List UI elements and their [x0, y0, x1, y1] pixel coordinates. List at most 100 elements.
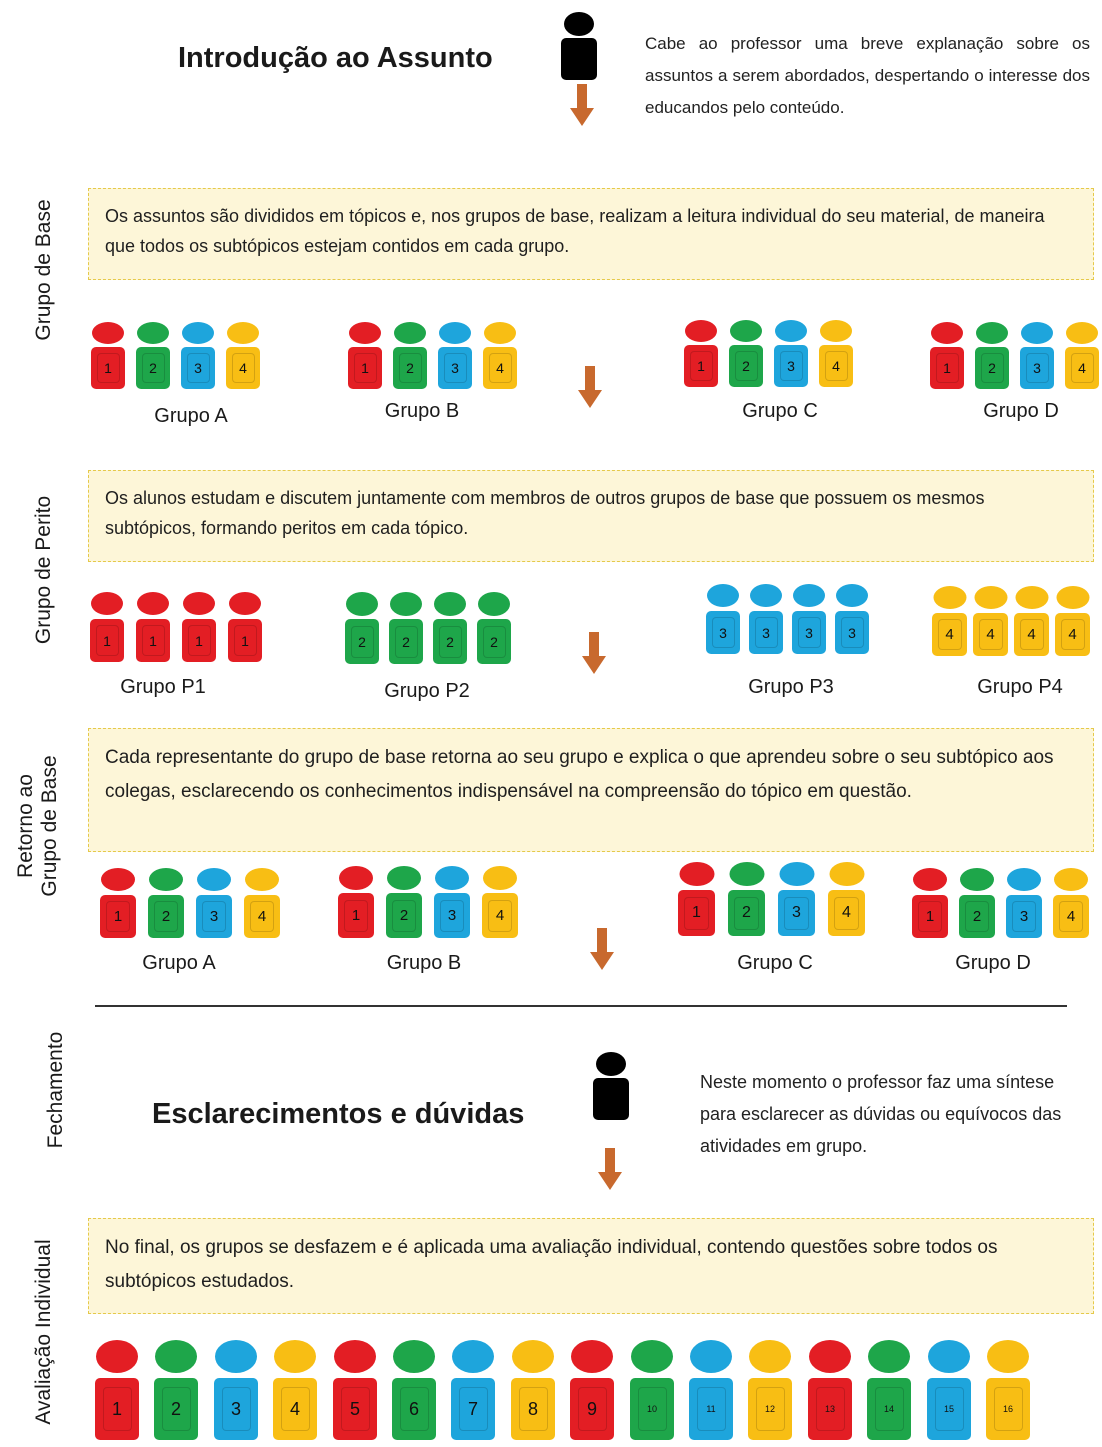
student-number: 1 — [919, 902, 941, 931]
student-number: 4 — [232, 354, 254, 382]
student-head — [750, 584, 782, 607]
student-head — [730, 320, 762, 342]
student-body: 5 — [333, 1378, 377, 1440]
student-figure: 8 — [511, 1340, 555, 1440]
student-head — [685, 320, 717, 342]
student-head — [349, 322, 381, 344]
student-body: 2 — [393, 347, 427, 389]
student-head — [793, 584, 825, 607]
student-head — [452, 1340, 494, 1373]
student-figure: 9 — [570, 1340, 614, 1440]
student-head — [215, 1340, 257, 1373]
student-figure: 3 — [792, 584, 826, 654]
student-head — [976, 322, 1008, 344]
student-figure: 4 — [226, 322, 260, 389]
student-number: 1 — [96, 626, 118, 655]
student-number: 3 — [785, 897, 808, 929]
group-label: Grupo P2 — [384, 680, 470, 702]
student-head — [346, 592, 378, 616]
group-label: Grupo B — [386, 952, 462, 974]
student-head — [137, 592, 169, 615]
down-arrow-icon — [570, 84, 594, 126]
student-body: 1 — [684, 345, 718, 387]
evaluation-side-label: Avaliação Individual — [32, 1239, 55, 1425]
student-head — [868, 1340, 910, 1373]
student-body: 4 — [1065, 347, 1099, 389]
student-figure: 2 — [386, 866, 422, 938]
return-note: Cada representante do grupo de base reto… — [88, 728, 1094, 852]
student-number: 2 — [155, 902, 177, 931]
student-figure: 3 — [214, 1340, 258, 1440]
student-body: 4 — [819, 345, 853, 387]
student-body: 16 — [986, 1378, 1030, 1440]
student-number: 4 — [1061, 620, 1084, 649]
student-head — [274, 1340, 316, 1373]
student-figure: 13 — [808, 1340, 852, 1440]
student-body: 2 — [389, 619, 423, 664]
student-head — [101, 868, 135, 891]
student-figure: 4 — [1055, 586, 1090, 656]
down-arrow-icon — [578, 366, 602, 408]
student-figure: 1 — [338, 866, 374, 938]
student-figure: 3 — [774, 320, 808, 387]
student-head — [434, 592, 466, 616]
student-number: 3 — [203, 902, 225, 931]
student-figure: 11 — [689, 1340, 733, 1440]
student-figure: 3 — [706, 584, 740, 654]
student-number: 4 — [251, 902, 273, 931]
student-figure: 1 — [348, 322, 382, 389]
student-head — [155, 1340, 197, 1373]
student-figure: 3 — [749, 584, 783, 654]
student-head — [729, 862, 764, 886]
student-body: 2 — [477, 619, 511, 664]
student-figure: 1 — [930, 322, 964, 389]
student-number: 5 — [341, 1388, 369, 1430]
student-number: 13 — [816, 1388, 844, 1430]
student-head — [1021, 322, 1053, 344]
student-body: 3 — [835, 611, 869, 654]
student-head — [227, 322, 259, 344]
student-figure: 4 — [244, 868, 280, 938]
student-body: 12 — [748, 1378, 792, 1440]
student-head — [387, 866, 421, 890]
student-head — [339, 866, 373, 890]
group-label: Grupo D — [955, 952, 1031, 974]
student-figure: 1 — [182, 592, 216, 662]
student-number: 2 — [399, 354, 421, 382]
student-head — [149, 868, 183, 891]
student-body: 15 — [927, 1378, 971, 1440]
student-head — [779, 862, 814, 886]
student-body: 2 — [136, 347, 170, 389]
student-figure: 1 — [90, 592, 124, 662]
student-number: 1 — [97, 354, 119, 382]
student-body: 1 — [912, 895, 948, 938]
student-number: 3 — [1026, 354, 1048, 382]
student-number: 11 — [697, 1388, 725, 1430]
expert-side-label: Grupo de Perito — [32, 495, 55, 645]
student-figure: 4 — [273, 1340, 317, 1440]
student-figure: 4 — [932, 586, 967, 656]
student-body: 1 — [228, 619, 262, 662]
student-number: 16 — [994, 1388, 1022, 1430]
student-body: 4 — [244, 895, 280, 938]
base-side-label: Grupo de Base — [32, 199, 55, 341]
group-label: Grupo A — [154, 405, 228, 427]
student-figure: 4 — [819, 320, 853, 387]
student-figure: 12 — [748, 1340, 792, 1440]
student-head — [91, 592, 123, 615]
student-number: 4 — [835, 897, 858, 929]
student-head — [92, 322, 124, 344]
student-figure: 10 — [630, 1340, 674, 1440]
student-body: 6 — [392, 1378, 436, 1440]
student-body: 7 — [451, 1378, 495, 1440]
student-figure: 4 — [1065, 322, 1099, 389]
student-head — [836, 584, 868, 607]
student-body: 1 — [90, 619, 124, 662]
student-number: 4 — [1071, 354, 1093, 382]
student-body: 3 — [181, 347, 215, 389]
student-figure: 2 — [389, 592, 423, 664]
closing-title: Esclarecimentos e dúvidas — [152, 1098, 525, 1130]
student-body: 9 — [570, 1378, 614, 1440]
student-head — [478, 592, 510, 616]
student-body: 3 — [778, 890, 815, 936]
